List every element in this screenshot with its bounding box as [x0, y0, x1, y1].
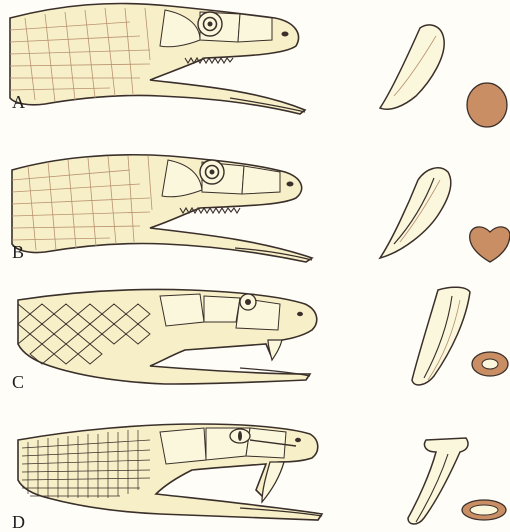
tooth-a: [380, 25, 444, 109]
snake-head-c: [18, 289, 317, 384]
tooth-section-a: [467, 83, 507, 127]
snake-head-d: [18, 424, 322, 520]
panel-label-d: D: [12, 512, 25, 532]
panel-b: B: [12, 155, 510, 262]
panel-label-c: C: [12, 372, 24, 392]
panel-a: A: [10, 3, 507, 127]
tooth-c: [412, 287, 470, 385]
panel-c: C: [12, 287, 508, 392]
panel-d: D: [12, 424, 506, 532]
panel-label-a: A: [12, 92, 25, 112]
tooth-d: [408, 438, 468, 524]
tooth-section-b: [470, 227, 510, 262]
panel-label-b: B: [12, 242, 24, 262]
snake-head-b: [12, 155, 312, 262]
tooth-section-d: [462, 500, 506, 520]
snake-head-a: [10, 3, 305, 114]
tooth-section-c: [472, 352, 508, 376]
tooth-b: [380, 168, 451, 258]
